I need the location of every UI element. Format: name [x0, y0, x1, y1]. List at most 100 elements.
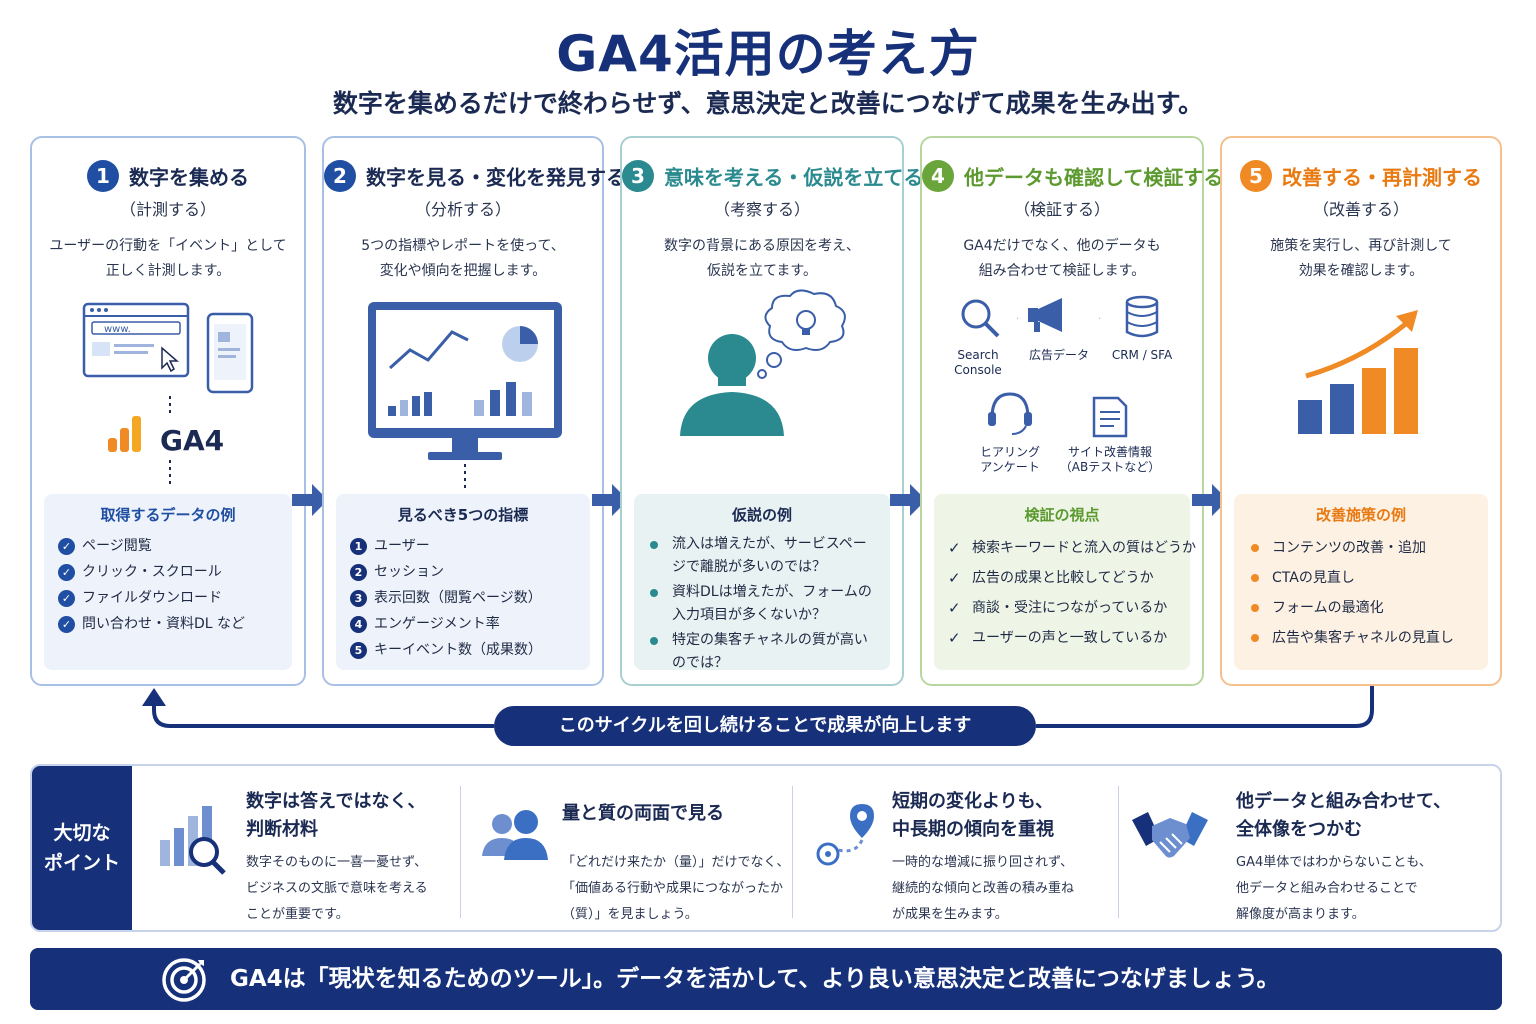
step-4-number: 4	[922, 160, 954, 192]
key-point-4: 他データと組み合わせて、全体像をつかむ GA4単体ではわからないことも、他データ…	[1130, 784, 1490, 924]
step-3-box-title: 仮説の例	[731, 506, 792, 524]
svg-text:·: ·	[1016, 314, 1019, 325]
step-4-item: ✓広告の成果と比較してどうか	[946, 563, 1178, 593]
key-point-4-text: GA4単体ではわからないことも、他データと組み合わせることで解像度が高まります。	[1236, 855, 1432, 922]
svg-text:アンケート: アンケート	[980, 460, 1040, 474]
step-3-item: 特定の集客チャネルの質が高いのでは？	[646, 629, 878, 675]
key-point-1-title: 数字は答えではなく、判断材料	[246, 791, 426, 840]
arrow-right-icon	[890, 484, 926, 516]
step-2-number: 2	[324, 160, 356, 192]
step-2-box-title: 見るべき5つの指標	[397, 506, 529, 524]
step-1-sub: （計測する）	[119, 200, 216, 219]
step-3-illustration	[622, 288, 902, 488]
checkmark-icon: ✓	[948, 629, 961, 647]
svg-text:Console: Console	[954, 363, 1002, 377]
step-4-item: ✓ユーザーの声と一致しているか	[946, 623, 1178, 653]
step-4-desc-line-2: 組み合わせて検証します。	[978, 263, 1146, 279]
svg-text:サイト改善情報: サイト改善情報	[1068, 444, 1152, 459]
svg-text:広告データ: 広告データ	[1029, 347, 1089, 362]
step-4-desc: GA4だけでなく、他のデータも組み合わせて検証します。	[932, 234, 1192, 284]
step-5-title: 改善する・再計測する	[1282, 165, 1482, 190]
bullet-icon	[650, 637, 658, 645]
step-4-illustration: ·· Search Console 広告データ CRM / SFA ヒアリング …	[922, 288, 1202, 488]
step-5-desc: 施策を実行し、再び計測して効果を確認します。	[1232, 234, 1490, 284]
step-1-illustration: www. GA4	[32, 288, 304, 488]
step-1-item: ✓クリック・スクロール	[56, 559, 280, 585]
bullet-icon	[1251, 634, 1259, 642]
megaphone-icon	[1028, 298, 1062, 332]
step-4-sub: （検証する）	[1013, 200, 1110, 219]
step-3-title: 意味を考える・仮説を立てる	[664, 165, 924, 190]
step-1-box: 取得するデータの例 ✓ページ閲覧 ✓クリック・スクロール ✓ファイルダウンロード…	[44, 494, 292, 670]
step-2-title: 数字を見る・変化を発見する	[366, 165, 626, 190]
arrow-right-icon	[292, 484, 328, 516]
step-1-desc-line-2: 正しく計測します。	[105, 263, 231, 279]
page-subtitle: 数字を集めるだけで終わらせず、意思決定と改善につなげて成果を生み出す。	[332, 89, 1204, 118]
handshake-icon	[1132, 812, 1208, 858]
route-pin-icon	[816, 804, 874, 866]
step-1-desc: ユーザーの行動を「イベント」として正しく計測します。	[42, 234, 294, 284]
footer-banner: GA4は「現状を知るためのツール」。データを活かして、より良い意思決定と改善につ…	[30, 948, 1502, 1010]
data-sources-icons: ·· Search Console 広告データ CRM / SFA ヒアリング …	[954, 295, 1173, 474]
step-5-item: フォームの最適化	[1246, 593, 1476, 623]
step-5-item: コンテンツの改善・追加	[1246, 533, 1476, 563]
number-badge: 5	[350, 642, 367, 659]
step-5-item: 広告や集客チャネルの見直し	[1246, 623, 1476, 653]
step-4-box-title: 検証の視点	[1024, 506, 1100, 524]
step-2-desc-line-2: 変化や傾向を把握します。	[379, 263, 547, 279]
arrow-right-icon	[592, 484, 628, 516]
step-2-heading: 2 数字を見る・変化を発見する	[324, 160, 626, 192]
step-1-number: 1	[87, 160, 119, 192]
arrow-right-icon	[1192, 484, 1228, 516]
key-point-2-text: 「どれだけ来たか（量）」だけでなく、「価値ある行動や成果につながったか（質）」を…	[562, 855, 790, 922]
svg-text:（ABテストなど）: （ABテストなど）	[1060, 460, 1160, 474]
step-4-item: ✓商談・受注につながっているか	[946, 593, 1178, 623]
key-point-3-title: 短期の変化よりも、中長期の傾向を重視	[892, 791, 1054, 840]
bullet-icon	[1251, 604, 1259, 612]
bullet-icon	[1251, 544, 1259, 552]
key-point-3-text: 一時的な増減に振り回されず、継続的な傾向と改善の積み重ねが成果を生みます。	[892, 855, 1075, 922]
step-1-item: ✓ページ閲覧	[56, 533, 280, 559]
step-3-item: 資料DLは増えたが、フォームの入力項目が多くないか？	[646, 581, 878, 627]
step-4-heading: 4 他データも確認して検証する	[922, 160, 1223, 192]
users-icon	[482, 810, 548, 860]
url-text: www.	[104, 324, 131, 335]
step-1-desc-line-1: ユーザーの行動を「イベント」として	[49, 238, 287, 254]
target-icon	[162, 958, 206, 1002]
key-point-2: 量と質の両面で見る 「どれだけ来たか（量）」だけでなく、「価値ある行動や成果につ…	[476, 784, 792, 924]
step-4-card: 4 他データも確認して検証する （検証する） GA4だけでなく、他のデータも組み合…	[920, 136, 1223, 686]
divider	[460, 786, 461, 918]
step-5-box: 改善施策の例 コンテンツの改善・追加 CTAの見直し フォームの最適化 広告や集…	[1234, 494, 1488, 670]
step-3-item: 流入は増えたが、サービスページで離脱が多いのでは？	[646, 533, 878, 579]
step-1-box-title: 取得するデータの例	[100, 506, 236, 524]
step-3-desc-line-2: 仮説を立てます。	[707, 263, 817, 279]
step-2-illustration	[324, 288, 602, 488]
key-point-1-text: 数字そのものに一喜一憂せず、ビジネスの文脈で意味を考えることが重要です。	[246, 855, 428, 922]
cycle-banner: このサイクルを回し続けることで成果が向上します	[494, 706, 1036, 746]
svg-text:CRM / SFA: CRM / SFA	[1112, 348, 1173, 362]
key-point-3: 短期の変化よりも、中長期の傾向を重視 一時的な増減に振り回されず、継続的な傾向と…	[808, 784, 1118, 924]
step-5-item: CTAの見直し	[1246, 563, 1476, 593]
step-3-sub: （考察する）	[713, 200, 810, 219]
key-points-panel: 大切なポイント 数字は答えではなく、判断材料 数字そのものに一喜一憂せず、ビジネ…	[30, 764, 1502, 932]
bullet-icon	[650, 589, 658, 597]
headset-icon	[988, 392, 1032, 435]
step-4-title: 他データも確認して検証する	[964, 165, 1224, 190]
footer-text: GA4は「現状を知るためのツール」。データを活かして、より良い意思決定と改善につ…	[230, 966, 1280, 992]
step-1-item: ✓ファイルダウンロード	[56, 585, 280, 611]
step-5-desc-line-2: 効果を確認します。	[1298, 263, 1424, 279]
growth-chart-icon	[1298, 310, 1418, 434]
check-icon: ✓	[58, 564, 75, 581]
check-icon: ✓	[58, 616, 75, 633]
checkmark-icon: ✓	[948, 599, 961, 617]
step-3-desc-line-1: 数字の背景にある原因を考え、	[664, 238, 860, 254]
